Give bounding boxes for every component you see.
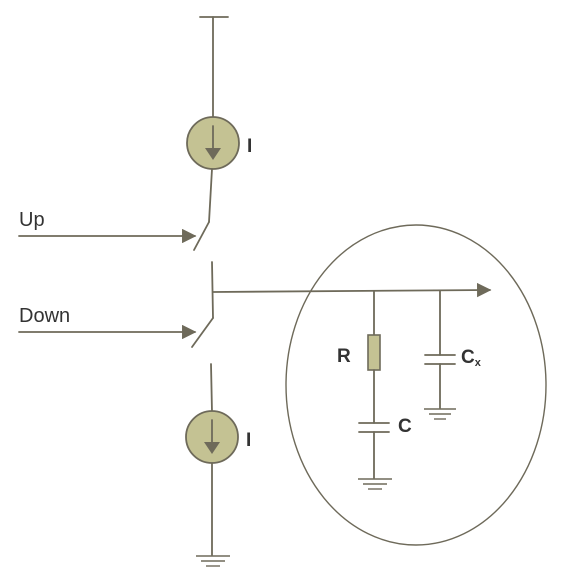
loop-filter-ellipse [285,224,547,546]
current-source-bottom [185,363,239,556]
up-label: Up [19,209,45,231]
ground-left [196,555,230,567]
cx-branch [424,290,456,420]
resistor-label: R [337,346,351,367]
capacitor-label: C [398,416,412,437]
output-line [212,282,492,298]
up-switch [18,221,210,251]
down-switch [18,317,214,348]
current-top-label: I [247,136,252,157]
capacitor-x-label: Cx [461,347,482,369]
supply-terminal [199,16,229,119]
rc-branch [358,290,392,490]
middle-node-wire [211,261,214,319]
down-label: Down [19,305,70,327]
current-bottom-label: I [246,430,251,451]
resistor-R [367,334,381,371]
current-source-top [186,116,240,223]
